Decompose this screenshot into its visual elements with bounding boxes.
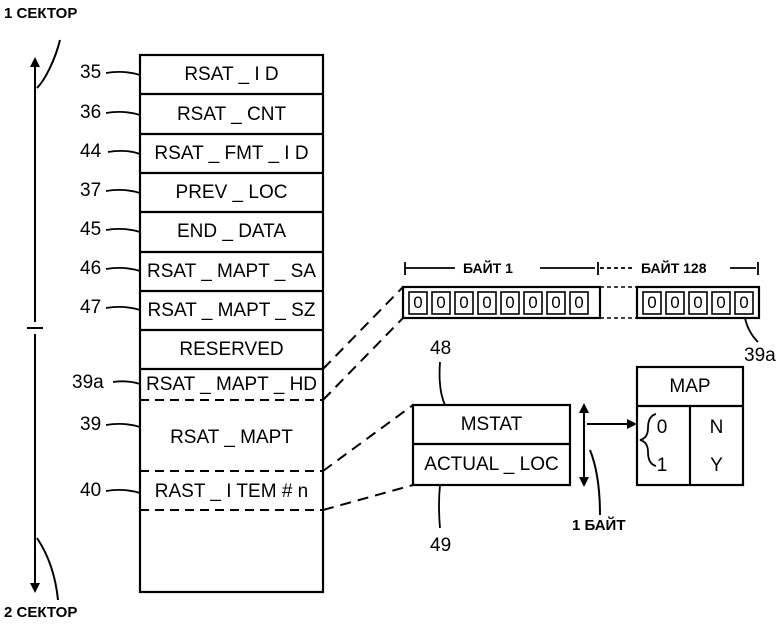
item-actual-loc-label: ACTUAL _ LOC [413, 455, 570, 474]
map-key-0: 0 [652, 418, 672, 437]
field-rsat-mapt-sa: RSAT _ MAPT _ SA [140, 262, 323, 281]
bitmap-connectors [323, 287, 403, 400]
record-table-outline [140, 55, 323, 592]
map-key-1: 1 [652, 456, 672, 475]
byte-last-label: БАЙТ 128 [641, 261, 707, 275]
byte-first-label: БАЙТ 1 [463, 261, 513, 275]
bit-cell: 0 [570, 293, 588, 313]
field-rsat-fmt-id: RSAT _ FMT _ I D [140, 144, 323, 163]
bit-cell: 0 [666, 293, 684, 313]
ref-num-40: 40 [80, 481, 101, 500]
ref-num-35: 35 [80, 63, 101, 82]
bit-cell: 0 [455, 293, 473, 313]
ref-num-47: 47 [80, 298, 101, 317]
ref-num-36: 36 [80, 103, 101, 122]
field-reserved: RESERVED [140, 340, 323, 359]
field-prev-loc: PREV _ LOC [140, 183, 323, 202]
ref-num-44: 44 [80, 142, 101, 161]
item-ref-bottom-leader [439, 485, 440, 528]
bitmap-ref-num: 39a [744, 346, 776, 365]
ref-num-39a: 39a [72, 373, 104, 392]
bit-cell: 0 [712, 293, 730, 313]
field-end-data: END _ DATA [140, 222, 323, 241]
byte-size-arrow [584, 408, 632, 515]
ref-num-46: 46 [80, 259, 101, 278]
ref-num-39: 39 [80, 415, 101, 434]
map-value-y: Y [690, 456, 743, 475]
sector-arrows [27, 40, 60, 600]
item-mstat-label: MSTAT [413, 415, 570, 434]
item-ref-top-leader [440, 362, 445, 405]
field-rsat-mapt-hd: RSAT _ MAPT _ HD [140, 375, 323, 394]
field-rsat-mapt-sz: RSAT _ MAPT _ SZ [140, 301, 323, 320]
bit-cell: 0 [501, 293, 519, 313]
ref-num-45: 45 [80, 220, 101, 239]
ref-leaders [106, 72, 140, 493]
item-ref-top: 48 [430, 339, 451, 358]
bit-cell: 0 [478, 293, 496, 313]
item-ref-bottom: 49 [430, 536, 451, 555]
byte-size-label: 1 БАЙТ [572, 518, 626, 533]
bit-cell: 0 [547, 293, 565, 313]
field-rsat-id: RSAT _ I D [140, 65, 323, 84]
bitmap-ref-leader [745, 318, 758, 342]
ref-num-37: 37 [80, 181, 101, 200]
map-title: MAP [637, 377, 743, 396]
field-rsat-mapt: RSAT _ MAPT [140, 428, 323, 447]
bit-cell: 0 [643, 293, 661, 313]
bit-cell: 0 [524, 293, 542, 313]
field-rast-item-n: RAST _ I TEM # n [140, 482, 323, 501]
sector-2-label: 2 СЕКТОР [4, 605, 77, 620]
map-value-n: N [690, 418, 743, 437]
bit-cell: 0 [735, 293, 753, 313]
sector-1-label: 1 СЕКТОР [4, 6, 77, 21]
item-connectors [323, 405, 413, 510]
bit-cell: 0 [689, 293, 707, 313]
field-rsat-cnt: RSAT _ CNT [140, 105, 323, 124]
bit-cell: 0 [432, 293, 450, 313]
bit-cell: 0 [409, 293, 427, 313]
